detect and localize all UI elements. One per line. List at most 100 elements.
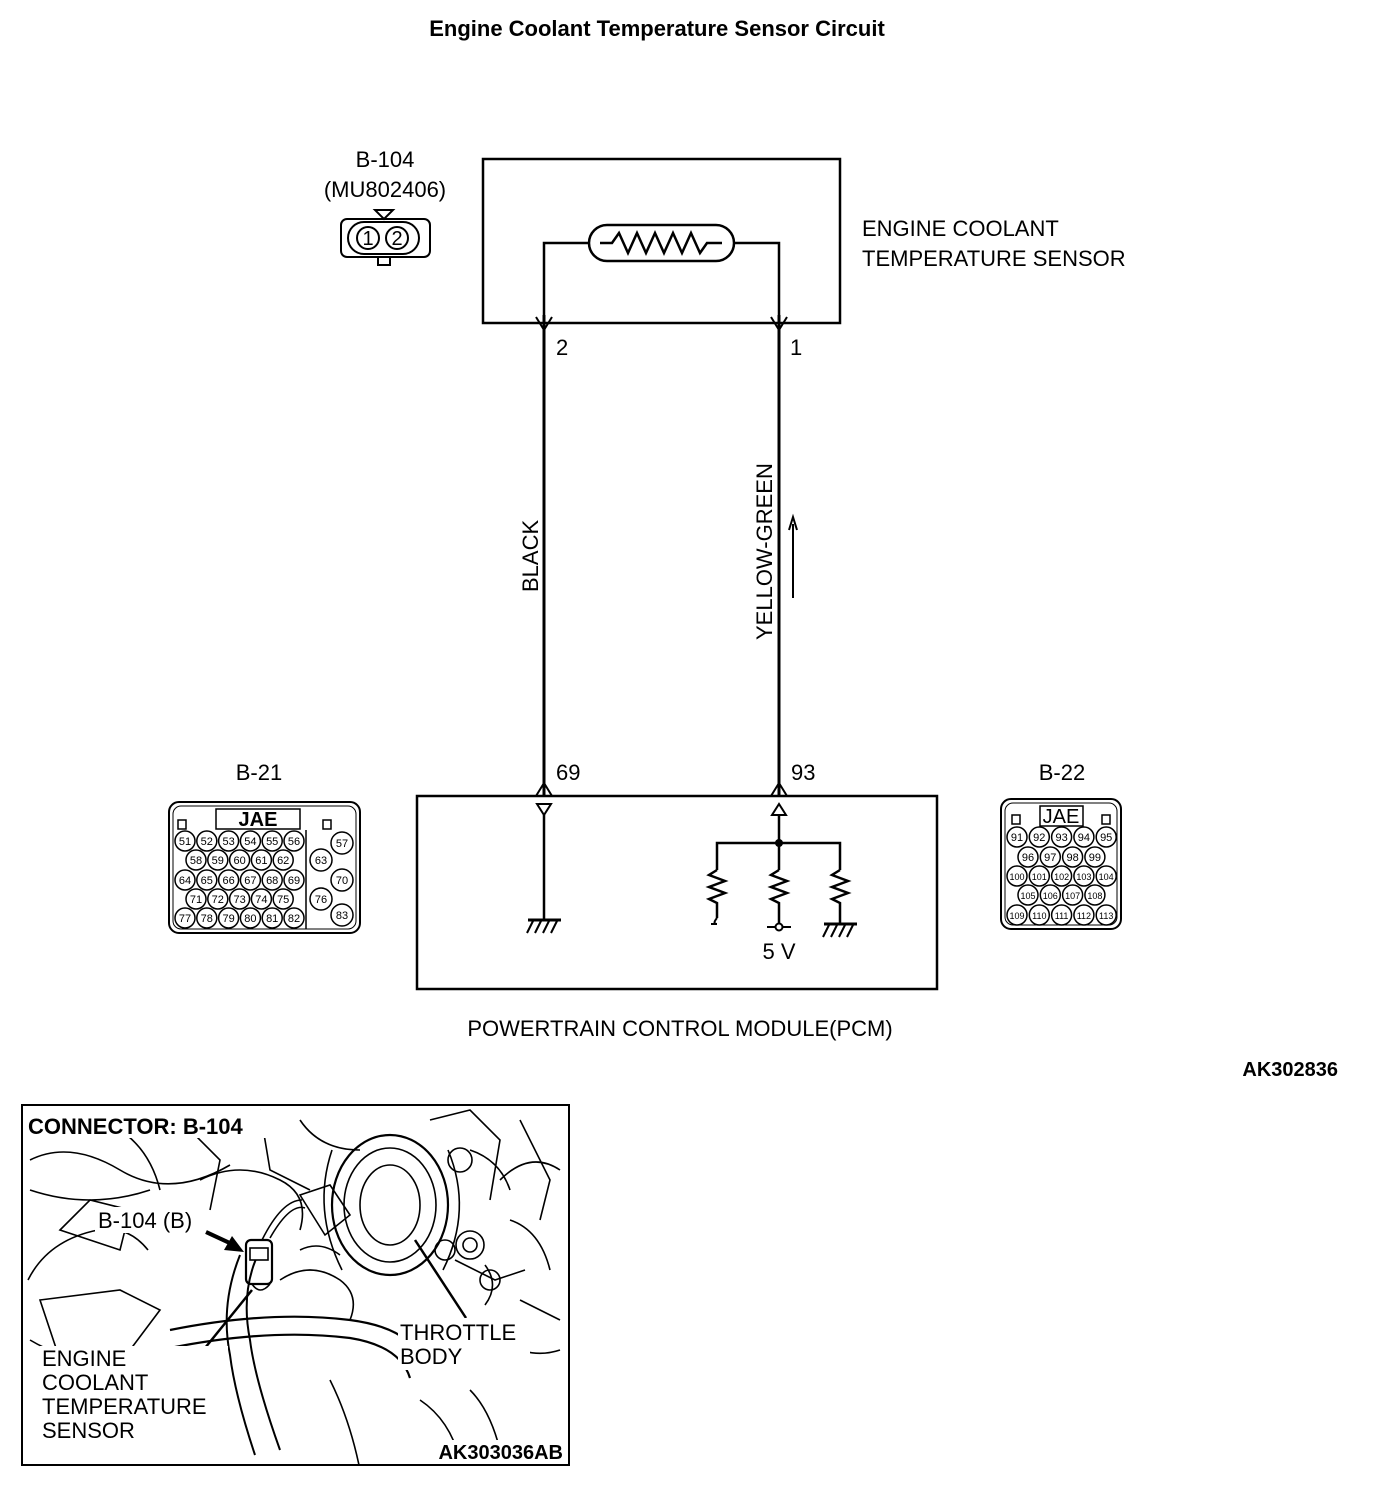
connector-pin-label: 104	[1099, 872, 1114, 882]
connector-pin-label: 64	[179, 875, 191, 887]
connector-pin	[185, 849, 207, 871]
connector-pin-label: 93	[1055, 832, 1067, 844]
connector-pin-label: 95	[1100, 832, 1112, 844]
sensor-pin-2-label: 2	[556, 335, 568, 360]
connector-pin-label: 73	[233, 894, 245, 906]
connector-pin	[261, 830, 283, 852]
connector-pin-label: 70	[336, 875, 348, 887]
connector-pin-label: 54	[244, 836, 256, 848]
connector-pin-label: 92	[1033, 832, 1045, 844]
pin-1-terminal-icon	[770, 316, 788, 332]
connector-b104-face-icon	[340, 209, 431, 266]
connector-pin	[272, 888, 294, 910]
connector-pin-label: 100	[1009, 872, 1024, 882]
pcm-ground-icon-1	[526, 918, 561, 934]
photo-callout-sensor-1: ENGINE	[42, 1346, 126, 1371]
sensor-connector-b104: B-104 (MU802406) 1 2	[324, 147, 446, 266]
connector-pin	[217, 869, 240, 891]
connector-pin-label: 66	[222, 875, 234, 887]
connector-pin	[1050, 826, 1073, 848]
connector-pin	[283, 869, 305, 891]
connector-pin	[272, 849, 294, 871]
connector-pin	[1006, 904, 1028, 926]
connector-pin	[1073, 865, 1095, 887]
pcm-pin-93-label: 93	[791, 760, 815, 785]
connector-pin	[228, 888, 251, 910]
connector-pin	[1006, 865, 1028, 887]
connector-b104-pin-2: 2	[391, 228, 402, 250]
connector-pin	[1017, 846, 1039, 868]
connector-pin	[1095, 865, 1117, 887]
connector-pin-label: 75	[277, 894, 289, 906]
wire-black	[535, 315, 553, 797]
pcm-resistor-right-icon	[828, 868, 852, 924]
connector-pin-label: 77	[179, 913, 191, 925]
wire-color-yellow-green: YELLOW-GREEN	[752, 463, 777, 640]
connector-pin	[1017, 884, 1039, 906]
photo-code: AK303036AB	[438, 1442, 563, 1464]
connector-pin-label: 82	[288, 913, 300, 925]
connector-pin	[1028, 865, 1051, 887]
photo-callout-throttle-2: BODY	[400, 1344, 463, 1369]
connector-pin	[330, 903, 354, 927]
connector-pin-label: 67	[244, 875, 256, 887]
photo-callout-connector: B-104 (B)	[98, 1208, 192, 1233]
connector-pin-label: 99	[1089, 852, 1101, 864]
callout-arrow-icon	[205, 1230, 244, 1252]
pcm-supply-voltage: 5 V	[762, 939, 795, 964]
current-direction-arrow-icon	[788, 513, 798, 598]
pcm-box	[415, 794, 939, 991]
connector-pin	[1095, 826, 1117, 848]
connector-pin	[1028, 826, 1051, 848]
connector-pin	[239, 869, 262, 891]
photo-callout-sensor-4: SENSOR	[42, 1418, 135, 1443]
pin-2-terminal-icon	[535, 316, 553, 332]
connector-pin	[185, 888, 207, 910]
connector-pin	[1073, 826, 1095, 848]
connector-pin-label: 76	[315, 894, 327, 906]
connector-pin-label: 83	[336, 910, 348, 922]
connector-pin-label: 112	[1077, 911, 1091, 921]
connector-pin	[239, 907, 262, 929]
connector-pin-label: 58	[190, 855, 202, 867]
connector-location-photo: CONNECTOR: B-104 B-104 (B) THROTTLE BODY…	[21, 1104, 570, 1466]
connector-pin-label: 53	[222, 836, 234, 848]
connector-pin-label: 59	[212, 855, 224, 867]
connector-pin	[1039, 884, 1062, 906]
connector-pin	[217, 830, 240, 852]
connector-pin	[1084, 884, 1106, 906]
connector-pin-label: 62	[277, 855, 289, 867]
connector-pin	[330, 868, 354, 892]
photo-callout-throttle-1: THROTTLE	[400, 1320, 516, 1345]
connector-pin	[196, 869, 218, 891]
pcm-resistor-center-icon	[767, 868, 791, 924]
connector-pin-label: 81	[266, 913, 278, 925]
connector-pin	[250, 888, 273, 910]
connector-pin	[309, 887, 333, 911]
connector-pin-label: 69	[288, 875, 300, 887]
connector-pin-label: 97	[1044, 852, 1056, 864]
connector-pin-label: 61	[255, 855, 267, 867]
connector-b104-part: (MU802406)	[324, 177, 446, 202]
connector-pin-label: 78	[201, 913, 213, 925]
pin-69-terminal-icon	[535, 781, 553, 797]
connector-pin	[283, 907, 305, 929]
page-title: Engine Coolant Temperature Sensor Circui…	[429, 16, 885, 41]
connector-b104-pin-1: 1	[362, 228, 373, 250]
photo-heading: CONNECTOR: B-104	[28, 1114, 244, 1139]
connector-pin-label: 94	[1078, 832, 1090, 844]
connector-b22-maker: JAE	[1043, 806, 1080, 828]
connector-pin	[1061, 884, 1084, 906]
connector-pin	[261, 869, 283, 891]
connector-pin-label: 113	[1099, 911, 1113, 921]
connector-pin	[217, 907, 240, 929]
photo-callout-sensor-3: TEMPERATURE	[42, 1394, 207, 1419]
connector-pin-label: 111	[1055, 911, 1069, 921]
connector-pin	[309, 848, 333, 872]
photo-callout-sensor-2: COOLANT	[42, 1370, 148, 1395]
connector-pin-label: 102	[1054, 872, 1069, 882]
diagram-code: AK302836	[1242, 1059, 1338, 1081]
connector-pin-label: 55	[266, 836, 278, 848]
connector-pin	[1061, 846, 1084, 868]
connector-pin-label: 51	[179, 836, 191, 848]
